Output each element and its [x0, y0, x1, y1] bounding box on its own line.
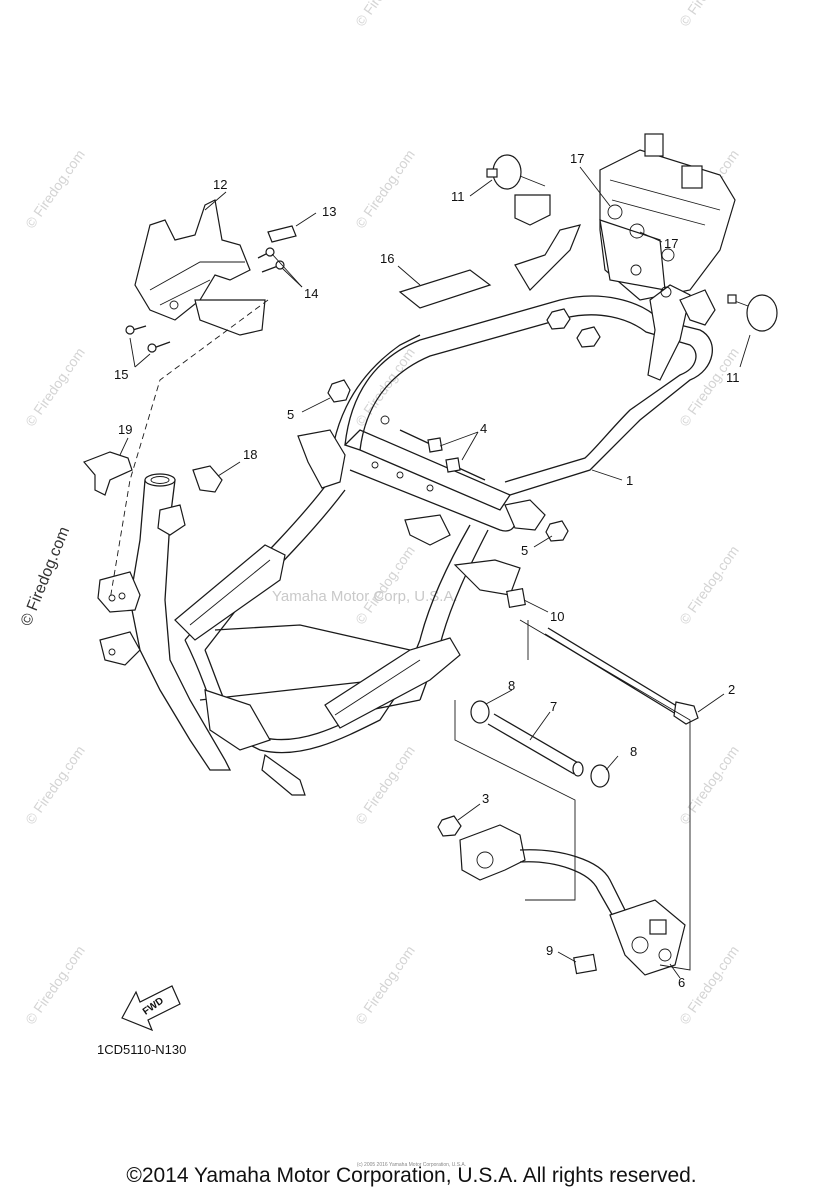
nut-3 — [437, 815, 462, 837]
callout-4: 4 — [480, 421, 488, 436]
rear-carrier — [514, 133, 736, 381]
main-frame — [174, 295, 713, 796]
bolts-4 — [399, 429, 486, 481]
group-lines — [109, 299, 691, 971]
callout-2: 2 — [728, 682, 736, 697]
callout-8-left: 8 — [508, 678, 516, 693]
reflector-right — [727, 294, 778, 332]
callout-18: 18 — [243, 447, 258, 462]
pivot-shaft-2 — [544, 627, 699, 725]
callout-14: 14 — [304, 286, 319, 301]
fwd-arrow-icon — [121, 985, 181, 1032]
bracket-12 — [134, 199, 266, 336]
callout-13: 13 — [322, 204, 337, 219]
part-code: 1CD5110-N130 — [97, 1042, 187, 1057]
callout-11-right: 11 — [726, 370, 740, 385]
callout-17-right: 17 — [664, 236, 679, 251]
bracket-19 — [82, 451, 133, 496]
bolts-14 — [257, 247, 285, 273]
callout-6: 6 — [678, 975, 686, 990]
reflector-left — [486, 154, 546, 190]
callout-5-lower: 5 — [521, 543, 529, 558]
label-plate-16 — [398, 269, 492, 309]
bolt-13 — [267, 225, 297, 243]
callout-19: 19 — [118, 422, 133, 437]
damper-10 — [506, 588, 526, 608]
callout-3: 3 — [482, 791, 490, 806]
bushing-8-left — [470, 700, 490, 724]
head-pipe — [97, 473, 232, 771]
engine-bracket-6 — [459, 824, 686, 976]
nut-5-upper — [327, 379, 351, 403]
center-watermark: Yamaha Motor Corp, U.S.A. — [272, 588, 458, 605]
bushing-8-right — [590, 764, 610, 788]
callout-15: 15 — [114, 367, 129, 382]
callout-9: 9 — [546, 943, 554, 958]
callout-1: 1 — [626, 473, 634, 488]
damper-9 — [573, 953, 597, 975]
collar-7 — [487, 713, 584, 777]
copyright-text: ©2014 Yamaha Motor Corporation, U.S.A. A… — [126, 1164, 697, 1187]
callout-5-upper: 5 — [287, 407, 295, 422]
callout-16: 16 — [380, 251, 395, 266]
callout-10: 10 — [550, 609, 565, 624]
callout-11-left: 11 — [451, 189, 465, 204]
callout-12: 12 — [213, 177, 228, 192]
callout-8-right: 8 — [630, 744, 638, 759]
clip-18 — [192, 465, 223, 493]
callout-7: 7 — [550, 699, 558, 714]
bolts-15 — [125, 325, 171, 353]
tiny-note: (c) 2005 2016 Yamaha Motor Corporation, … — [356, 1162, 467, 1168]
callout-17-top: 17 — [570, 151, 585, 166]
leader-lines — [119, 166, 751, 979]
nuts-rear — [546, 308, 601, 348]
